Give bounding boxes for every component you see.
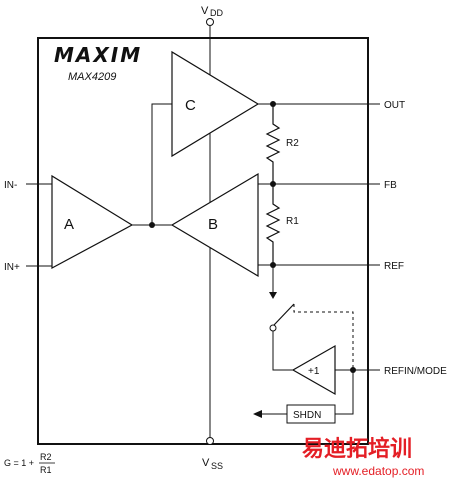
- vdd-pin: [206, 18, 214, 26]
- amplifier-b-label: B: [208, 216, 218, 233]
- resistor-r2: [265, 104, 281, 184]
- in-minus-label: IN-: [4, 180, 17, 191]
- amplifier-c-label: C: [185, 97, 196, 114]
- switch-arrow: [269, 292, 277, 299]
- r1-label: R1: [286, 216, 299, 227]
- vss-pin: [206, 437, 214, 445]
- ref-label: REF: [384, 261, 404, 272]
- r2-label: R2: [286, 138, 299, 149]
- part-number: MAX4209: [68, 71, 116, 83]
- buffer-label: +1: [308, 366, 320, 377]
- watermark-text: 易迪拓培训: [302, 436, 412, 462]
- gain-denominator: R1: [40, 465, 52, 475]
- buffer-output-wire: [272, 331, 293, 371]
- vss-sub: SS: [211, 461, 223, 471]
- vdd-label: V: [201, 5, 209, 17]
- gain-numerator: R2: [40, 452, 52, 462]
- gain-prefix: G = 1 +: [4, 458, 34, 468]
- amplifier-a-label: A: [64, 216, 74, 233]
- refin-mode-label: REFIN/MODE: [384, 366, 447, 377]
- shdn-input-wire: [335, 370, 354, 415]
- amplifier-a: [51, 174, 134, 270]
- switch-blade: [273, 303, 295, 326]
- shdn-arrow: [253, 410, 262, 418]
- fb-label: FB: [384, 180, 397, 191]
- switch-control-dashed: [293, 304, 354, 370]
- switch-contact: [269, 324, 277, 332]
- maxim-logo: MAXIM: [54, 43, 142, 67]
- amplifier-b: [170, 172, 259, 278]
- watermark-url: www.edatop.com: [332, 464, 424, 478]
- out-label: OUT: [384, 100, 405, 111]
- resistor-r1: [265, 184, 281, 265]
- vss-label: V: [202, 457, 210, 469]
- vdd-sub: DD: [210, 8, 223, 18]
- chip-outline: [37, 37, 369, 445]
- shdn-label: SHDN: [293, 410, 321, 421]
- ab-to-c-wire: [151, 103, 172, 225]
- in-plus-label: IN+: [4, 262, 20, 273]
